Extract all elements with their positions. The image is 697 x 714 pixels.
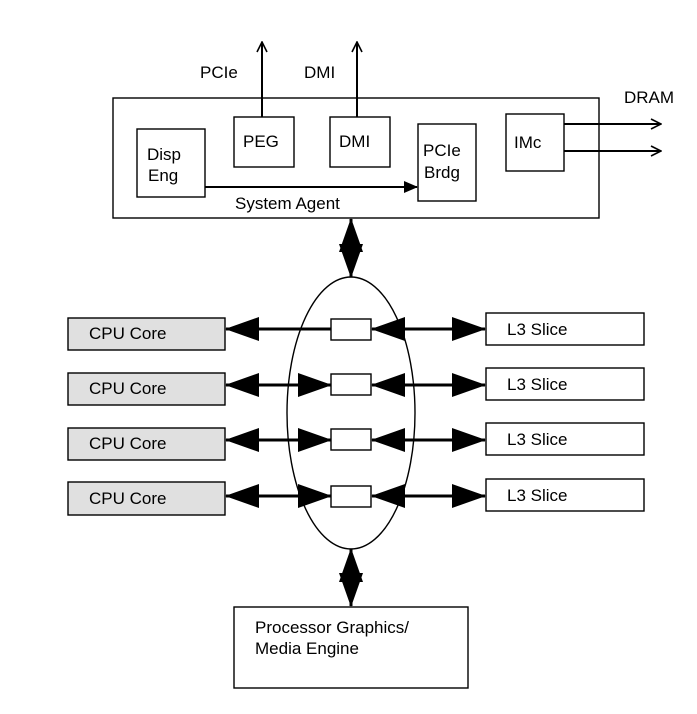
ring-stop — [330, 318, 372, 341]
disp-eng-box — [136, 128, 206, 198]
l3-slice-box — [485, 478, 645, 512]
l3-slice-label: L3 Slice — [507, 430, 567, 449]
l3-slice-box — [485, 422, 645, 456]
pcie-brdg-box — [417, 123, 477, 202]
peg-box — [233, 116, 295, 168]
pcie-brdg-label-line2: Brdg — [424, 163, 460, 182]
dmi-box — [329, 116, 391, 168]
disp-eng-label-line2: Eng — [148, 166, 178, 185]
ring-row-3: CPU Core L3 Slice — [67, 422, 645, 461]
l3-slice-box — [485, 312, 645, 346]
cpu-core-box — [67, 317, 226, 351]
external-links: PCIe DMI DRAM — [200, 42, 674, 151]
cpu-core-label: CPU Core — [89, 379, 166, 398]
processor-graphics-label-line2: Media Engine — [255, 639, 359, 658]
l3-slice-label: L3 Slice — [507, 486, 567, 505]
l3-slice-label: L3 Slice — [507, 320, 567, 339]
processor-graphics: Processor Graphics/ Media Engine — [233, 606, 469, 689]
system-agent: Disp Eng PEG DMI PCIe Brdg IMc System Ag… — [112, 97, 600, 219]
dram-label: DRAM — [624, 88, 674, 107]
ring-stop — [330, 428, 372, 451]
peg-label: PEG — [243, 132, 279, 151]
cpu-core-box — [67, 372, 226, 406]
pcie-external-label: PCIe — [200, 63, 238, 82]
cpu-core-label: CPU Core — [89, 489, 166, 508]
pcie-brdg-label-line1: PCIe — [423, 141, 461, 160]
processor-graphics-box — [233, 606, 469, 689]
cpu-core-label: CPU Core — [89, 324, 166, 343]
imc-label: IMc — [514, 133, 542, 152]
ring-row-1: CPU Core L3 Slice — [67, 312, 645, 351]
cpu-core-box — [67, 481, 226, 516]
ring-interconnect — [286, 218, 416, 607]
ring-stop — [330, 373, 372, 396]
dmi-external-label: DMI — [304, 63, 335, 82]
ring-stop — [330, 485, 372, 508]
imc-box — [505, 113, 565, 172]
cpu-core-label: CPU Core — [89, 434, 166, 453]
processor-graphics-label-line1: Processor Graphics/ — [255, 618, 409, 637]
cpu-core-box — [67, 427, 226, 461]
ring-ellipse — [286, 276, 416, 550]
ring-row-2: CPU Core L3 Slice — [67, 367, 645, 406]
l3-slice-box — [485, 367, 645, 401]
disp-eng-label-line1: Disp — [147, 145, 181, 164]
system-agent-label: System Agent — [235, 194, 340, 213]
l3-slice-label: L3 Slice — [507, 375, 567, 394]
ring-row-4: CPU Core L3 Slice — [67, 478, 645, 516]
dmi-box-label: DMI — [339, 132, 370, 151]
